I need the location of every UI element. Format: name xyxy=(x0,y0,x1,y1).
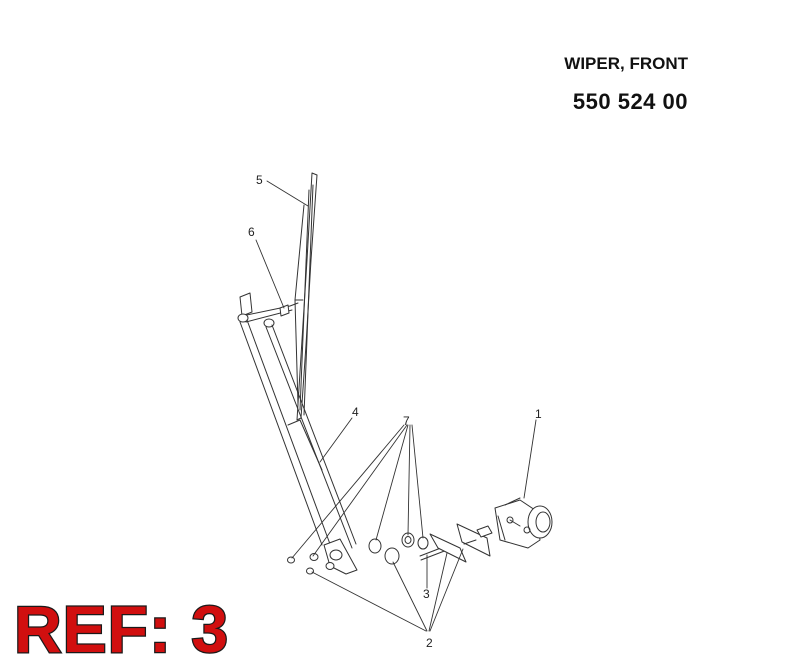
callout-6: 6 xyxy=(248,225,255,239)
wiper-linkage-arm xyxy=(239,319,358,575)
wiper-blade xyxy=(294,172,318,421)
callout-4: 4 xyxy=(352,405,359,419)
washers-left xyxy=(287,553,335,575)
wiper-arm-mount xyxy=(237,292,299,328)
diagram-title: WIPER, FRONT xyxy=(564,54,688,73)
bushings xyxy=(368,532,448,565)
callout-3: 3 xyxy=(423,587,430,601)
ref-label: REF: 3 xyxy=(13,592,230,666)
callout-5: 5 xyxy=(256,173,263,187)
leader-lines xyxy=(255,180,537,632)
wiper-motor xyxy=(494,497,553,549)
part-number: 550 524 00 xyxy=(572,89,688,114)
callout-1: 1 xyxy=(535,407,542,421)
callout-7: 7 xyxy=(403,414,410,428)
mounting-plates xyxy=(429,523,493,563)
callout-2: 2 xyxy=(426,636,433,650)
